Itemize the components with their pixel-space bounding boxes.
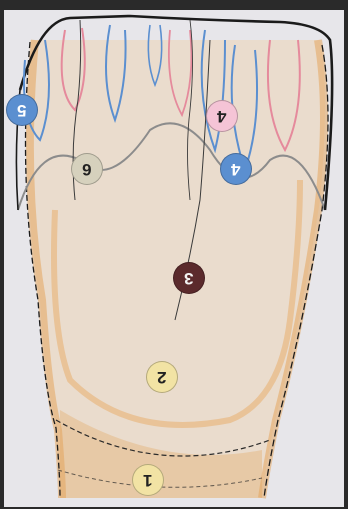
marker-2-label: 2: [157, 369, 166, 386]
marker-4-pink: 4: [206, 100, 238, 132]
marker-6-label: 6: [82, 161, 91, 178]
marker-4-pink-label: 4: [217, 108, 226, 125]
marker-2: 2: [146, 361, 178, 393]
marker-6: 6: [71, 153, 103, 185]
marker-4-blue: 4: [220, 153, 252, 185]
marker-3-label: 3: [184, 270, 193, 287]
marker-5: 5: [6, 94, 38, 126]
marker-4-blue-label: 4: [231, 161, 240, 178]
marker-3: 3: [173, 262, 205, 294]
marker-5-label: 5: [17, 102, 26, 119]
marker-1: 1: [132, 464, 164, 496]
marker-1-label: 1: [143, 472, 152, 489]
